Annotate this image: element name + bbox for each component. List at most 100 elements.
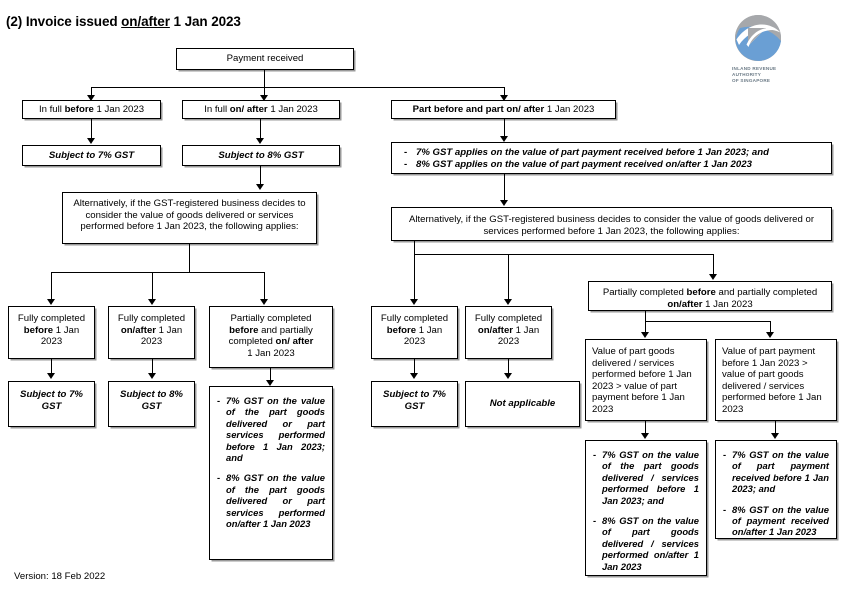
connector-root-bus [91,87,504,89]
connector-compare-right [770,321,772,334]
logo-line-2: AUTHORITY [732,72,762,78]
node-detail-payment: 7% GST on the value of part payment rece… [715,440,837,539]
compare-payment-label: Value of part payment before 1 Jan 2023 … [722,346,822,415]
node-payment-received: Payment received [176,48,354,70]
part-rule-bullet-2: 8% GST applies on the value of part paym… [396,159,827,171]
node-part-before-and-part-onafter: Part before and part on/ after 1 Jan 202… [391,100,616,119]
connector-right-b1 [414,254,416,301]
node-left-fully-completed-before: Fully completed before 1 Jan 2023 [8,306,95,359]
left-partially-label: Partially completed before and partially… [228,313,314,359]
detail-payment-bullet-2: 8% GST on the value of payment received … [723,504,829,538]
node-alternative-right: Alternatively, if the GST-registered bus… [391,207,832,241]
title-underlined: on/after [121,14,170,29]
connector-left-b2-down [152,359,154,375]
node-alternative-left-label: Alternatively, if the GST-registered bus… [73,198,306,233]
detail-goods-bullet-2: 8% GST on the value of part goods delive… [593,515,699,572]
connector-subject8-to-alt-left [260,166,262,186]
iras-logo: INLAND REVENUE AUTHORITY OF SINGAPORE [722,14,832,88]
arrow-alt-right [500,200,508,206]
node-left-fully-completed-onafter: Fully completed on/after 1 Jan 2023 [108,306,195,359]
arrow-part-rules [500,136,508,142]
arrow-alt-left [256,184,264,190]
connector-right-b2 [508,254,510,301]
logo-line-3: OF SINGAPORE [732,78,771,84]
arrow-left-subject8 [148,373,156,379]
iras-logo-icon [735,15,781,61]
arrow-left-detail [266,380,274,386]
left-fully-before-label: Fully completed before 1 Jan 2023 [17,313,86,348]
title-number: (2) [6,14,23,29]
node-subject-to-8-gst-top: Subject to 8% GST [182,145,340,166]
detail-goods-bullet-1: 7% GST on the value of the part goods de… [593,449,699,506]
arrow-to-full-before [87,95,95,101]
node-subject7-top-label: Subject to 7% GST [48,149,135,161]
left-detail-bullet-2: 8% GST on the value of the part goods de… [217,472,325,529]
connector-rules-to-alt-right [504,174,506,202]
connector-compare-bus [645,321,770,323]
connector-left-b3 [264,272,266,301]
node-right-fully-completed-onafter: Fully completed on/after 1 Jan 2023 [465,306,552,359]
node-in-full-onafter-label: In full on/ after 1 Jan 2023 [204,103,318,115]
node-subject8-top-label: Subject to 8% GST [218,149,304,161]
arrow-right-partially [709,274,717,280]
connector-left-b1 [51,272,53,301]
node-payment-received-label: Payment received [226,53,304,65]
arrow-subject8-top [256,138,264,144]
left-subject7-label: Subject to 7% GST [20,389,83,412]
arrow-subject7-top [87,138,95,144]
arrow-right-subject7 [410,373,418,379]
iras-logo-text: INLAND REVENUE AUTHORITY OF SINGAPORE [732,66,776,85]
node-part-gst-rules: 7% GST applies on the value of part paym… [391,142,832,174]
node-right-fully-completed-before: Fully completed before 1 Jan 2023 [371,306,458,359]
connector-right-b1-down [414,359,416,375]
node-right-partially-completed: Partially completed before and partially… [588,281,832,311]
connector-part-to-rules [504,119,506,138]
detail-payment-bullet-1: 7% GST on the value of part payment rece… [723,449,829,495]
node-right-subject-to-7-gst: Subject to 7% GST [371,381,458,427]
detail-goods-bullets: 7% GST on the value of the part goods de… [593,449,699,572]
node-detail-goods: 7% GST on the value of the part goods de… [585,440,707,576]
arrow-left-fully-before [47,299,55,305]
connector-before-to-subject7 [91,119,93,140]
left-subject8-label: Subject to 8% GST [120,389,183,412]
connector-left-b2 [152,272,154,301]
connector-payment-down [775,421,777,435]
connector-alt-left-stem [189,244,191,273]
compare-goods-label: Value of part goods delivered / services… [592,346,692,415]
node-in-full-onafter: In full on/ after 1 Jan 2023 [182,100,340,119]
detail-payment-bullets: 7% GST on the value of part payment rece… [723,449,829,538]
right-fully-onafter-label: Fully completed on/after 1 Jan 2023 [474,313,543,348]
node-left-partially-completed: Partially completed before and partially… [209,306,333,368]
arrow-detail-payment [771,433,779,439]
connector-root-stem [264,70,266,88]
node-right-not-applicable: Not applicable [465,381,580,427]
node-left-subject-to-7-gst: Subject to 7% GST [8,381,95,427]
connector-left-b1-down [51,359,53,375]
node-in-full-before: In full before 1 Jan 2023 [22,100,161,119]
page-title: (2) Invoice issued on/after 1 Jan 2023 [6,14,241,29]
connector-onafter-to-subject8 [260,119,262,140]
node-alternative-left: Alternatively, if the GST-registered bus… [62,192,317,244]
arrow-compare-payment [766,332,774,338]
node-subject-to-7-gst-top: Subject to 7% GST [22,145,161,166]
part-rule-bullet-1: 7% GST applies on the value of part paym… [396,147,827,159]
node-left-subject-to-8-gst: Subject to 8% GST [108,381,195,427]
right-partially-label: Partially completed before and partially… [602,287,818,310]
connector-goods-down [645,421,647,435]
connector-right-partially-stem [645,311,647,322]
version-label: Version: 18 Feb 2022 [14,571,106,582]
title-text-before: Invoice issued [25,14,122,29]
right-subject7-label: Subject to 7% GST [383,389,446,412]
left-fully-onafter-label: Fully completed on/after 1 Jan 2023 [117,313,186,348]
connector-alt-left-bus [51,272,264,274]
connector-root-to-left [91,87,93,97]
title-text-after: 1 Jan 2023 [169,14,241,29]
node-compare-goods-greater: Value of part goods delivered / services… [585,339,707,421]
arrow-left-subject7 [47,373,55,379]
arrow-compare-goods [641,332,649,338]
connector-left-b3-down [270,368,272,382]
right-fully-before-label: Fully completed before 1 Jan 2023 [380,313,449,348]
connector-root-to-right [504,87,506,97]
arrow-left-fully-onafter [148,299,156,305]
